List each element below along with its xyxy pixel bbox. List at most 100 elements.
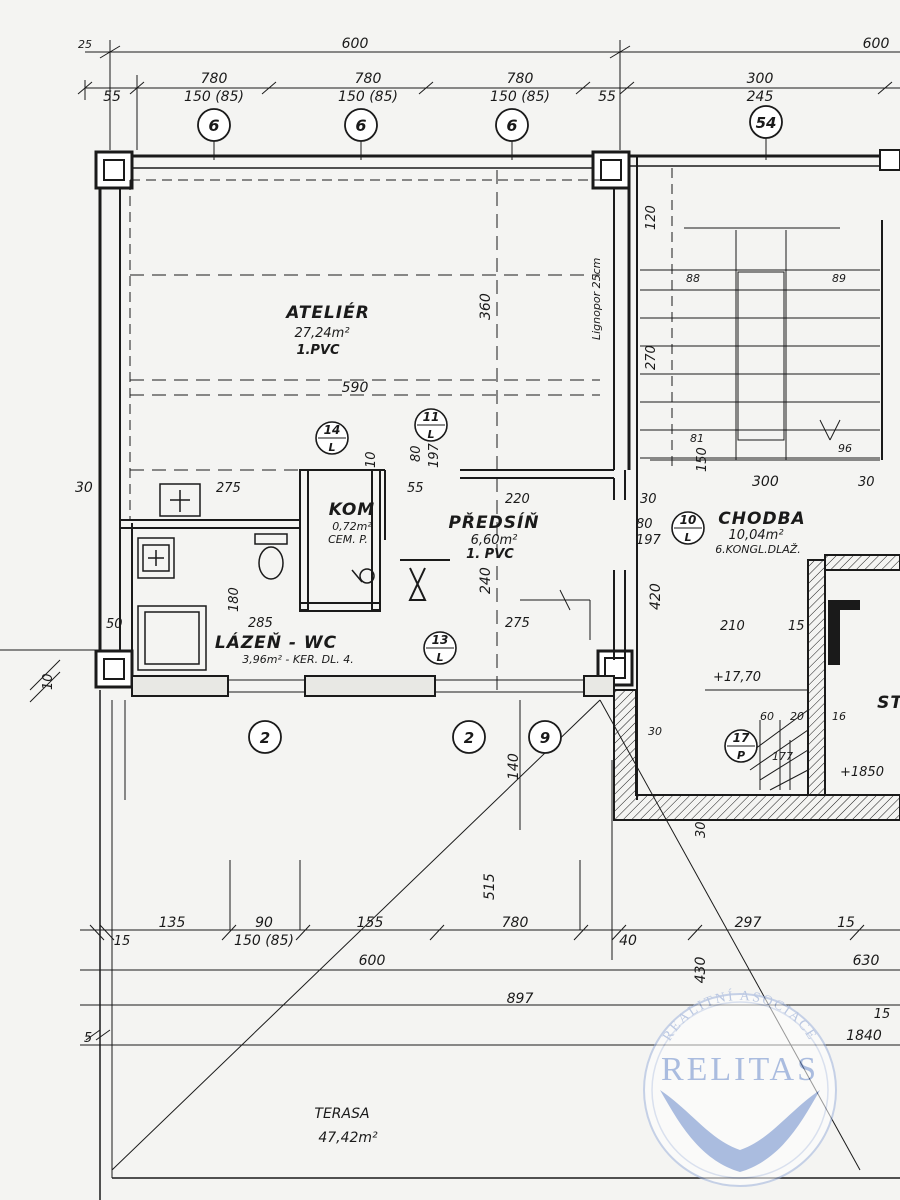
relitas-watermark: REALITNÍ ASOCIACE RELITAS — [643, 987, 837, 1187]
predsin-area: 6,60m² — [471, 533, 518, 548]
south-wall — [131, 675, 615, 697]
dim-285: 285 — [248, 616, 273, 631]
dim-b-780: 780 — [502, 915, 529, 931]
dim-top-150-a: 150 (85) — [184, 89, 244, 105]
dim-275: 275 — [216, 481, 241, 496]
dim-b-600: 600 — [359, 953, 386, 969]
dim-270: 270 — [644, 345, 659, 370]
dim-top-300: 300 — [747, 71, 774, 87]
tag-9: 9 — [540, 729, 550, 747]
dim-50: 50 — [106, 617, 123, 632]
dim-b-135: 135 — [159, 915, 186, 931]
dim-top-245: 245 — [747, 89, 774, 105]
atelier-name: ATELIÉR — [284, 301, 370, 323]
dim-b-15: 15 — [114, 934, 131, 949]
lignopor-note: Lignopor 25cm — [590, 258, 603, 340]
dim-b-15c: 15 — [874, 1007, 891, 1022]
atelier-floor: 1.PVC — [296, 343, 340, 358]
tag-14-sub: L — [328, 441, 335, 454]
tag-6-a: 6 — [208, 116, 219, 135]
tag-13: 13 — [432, 633, 449, 647]
chodba-area: 10,04m² — [728, 528, 783, 543]
dim-120: 120 — [644, 205, 659, 230]
dim-177: 177 — [772, 750, 793, 763]
tag-11: 11 — [423, 410, 440, 424]
dim-b-155: 155 — [357, 915, 384, 931]
dim-16: 16 — [832, 710, 846, 723]
lazen-name: LÁZEŇ - WC — [215, 631, 337, 653]
dim-10-a: 10 — [364, 451, 379, 468]
interior-dimension-labels: 360 590 30 275 10 55 80 197 220 240 180 … — [41, 205, 875, 900]
dim-top-25: 25 — [78, 38, 92, 51]
lower-stair — [705, 689, 809, 791]
hatched-wall — [613, 554, 900, 821]
terasa-name: TERASA — [314, 1106, 369, 1122]
dim-top-780-c: 780 — [507, 71, 534, 87]
dim-210: 210 — [720, 619, 745, 634]
lazen-area: 3,96m² - KER. DL. 4. — [242, 653, 353, 666]
tag-11-sub: L — [427, 428, 434, 441]
dim-30-r2: 30 — [858, 475, 875, 490]
dim-360: 360 — [478, 293, 494, 320]
dim-top-600-a: 600 — [342, 36, 369, 52]
watermark-name: RELITAS — [661, 1051, 819, 1088]
dim-420: 420 — [648, 583, 664, 610]
dim-b-1840: 1840 — [846, 1028, 882, 1044]
dim-81: 81 — [690, 432, 704, 445]
dim-240: 240 — [478, 567, 494, 594]
chodba-name: CHODBA — [718, 509, 805, 529]
tag-10: 10 — [680, 513, 697, 527]
dim-top-55-a: 55 — [103, 89, 121, 105]
room-labels: ATELIÉR 27,24m² 1.PVC KOM 0,72m² CEM. P.… — [215, 301, 900, 1146]
dim-top-780-b: 780 — [355, 71, 382, 87]
dim-top-600-b: 600 — [863, 36, 890, 52]
outer-walls — [94, 150, 634, 689]
chodba-floor: 6.KONGL.DLAŽ. — [715, 543, 801, 556]
tag-14: 14 — [324, 423, 341, 437]
tag-10-sub: L — [684, 531, 691, 544]
predsin-floor: 1. PVC — [466, 547, 514, 562]
tag-6-c: 6 — [506, 116, 517, 135]
top-dimension-lines — [77, 40, 900, 150]
dim-96: 96 — [838, 442, 852, 455]
tag-6-b: 6 — [355, 116, 366, 135]
atelier-area: 27,24m² — [294, 326, 349, 341]
terasa-area: 47,42m² — [318, 1130, 378, 1146]
dim-top-150-c: 150 (85) — [490, 89, 550, 105]
dim-140: 140 — [506, 753, 522, 780]
dim-30-bottom: 30 — [694, 821, 709, 838]
handshake-wings-icon — [660, 1090, 820, 1172]
level-1850: +1850 — [840, 765, 884, 780]
tag-17: 17 — [733, 731, 750, 745]
tag-54: 54 — [756, 114, 777, 132]
tag-13-sub: L — [436, 651, 443, 664]
dim-60: 60 — [760, 710, 774, 723]
bathroom-fixtures — [137, 483, 375, 671]
kom-floor: CEM. P. — [328, 533, 368, 546]
overhead-lines — [130, 170, 600, 690]
level-1770: +17,70 — [713, 670, 761, 685]
dim-89: 89 — [832, 272, 846, 285]
tag-markers — [197, 105, 783, 763]
dim-30-stair: 30 — [648, 725, 662, 738]
dim-b-150: 150 (85) — [234, 933, 294, 949]
kom-area: 0,72m² — [332, 520, 372, 533]
dim-15: 15 — [788, 619, 805, 634]
dim-b-40: 40 — [619, 933, 637, 949]
dim-80-r: 80 — [636, 517, 653, 532]
dim-300: 300 — [752, 474, 779, 490]
dim-b-5: 5 — [84, 1031, 92, 1046]
tag-2-b: 2 — [464, 729, 474, 747]
dim-220: 220 — [505, 492, 530, 507]
dim-55: 55 — [407, 481, 424, 496]
tag-labels: 6 6 6 54 2 2 9 14 L 11 L 13 L 10 L 17 P — [208, 114, 776, 762]
dim-top-150-b: 150 (85) — [338, 89, 398, 105]
top-dimension-labels: 600 600 25 55 780 780 780 150 (85) 150 (… — [78, 36, 889, 105]
dim-275-b: 275 — [505, 616, 530, 631]
tag-2-a: 2 — [260, 729, 270, 747]
dim-30-left: 30 — [75, 480, 93, 496]
dim-b-297: 297 — [735, 915, 762, 931]
dim-515: 515 — [482, 873, 498, 900]
dim-197: 197 — [427, 442, 442, 468]
